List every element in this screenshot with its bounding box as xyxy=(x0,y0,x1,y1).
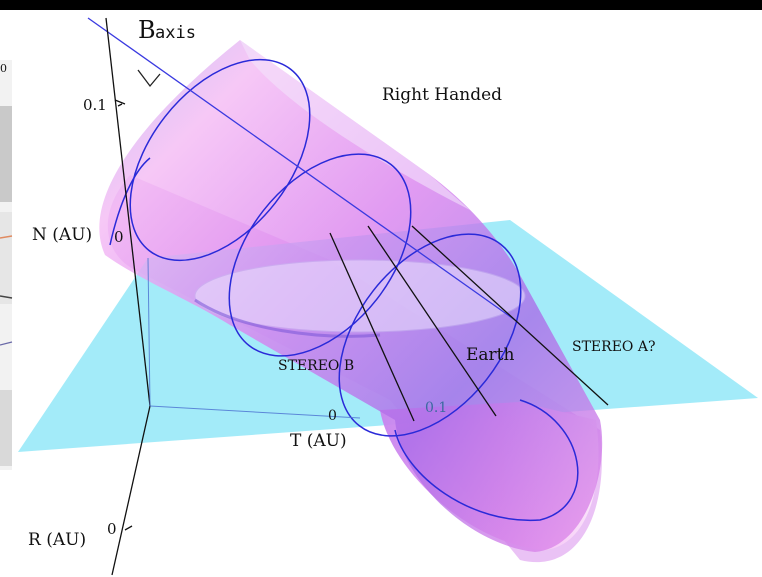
r-axis-tick-0: 0 xyxy=(107,520,117,538)
b-axis-arrow xyxy=(137,69,161,88)
stereo-b-trajectory xyxy=(329,232,415,422)
r-axis-label: R (AU) xyxy=(28,530,86,550)
stereo-b-label: STEREO B xyxy=(278,358,354,374)
b-axis-label: B xyxy=(138,16,156,44)
coordinate-axes xyxy=(105,17,151,576)
t-axis-tick-0.1: 0.1 xyxy=(425,400,447,416)
n-axis-tick-0.1: 0.1 xyxy=(83,96,107,114)
earth-label: Earth xyxy=(466,345,515,365)
r-axis-line xyxy=(111,405,151,576)
earth-trajectory xyxy=(367,225,497,417)
b-axis-subscript: axis xyxy=(155,23,196,43)
t-axis-label: T (AU) xyxy=(290,431,347,451)
cylinder-highlight xyxy=(240,40,470,210)
handedness-label: Right Handed xyxy=(382,85,502,105)
plane-axes xyxy=(147,257,361,419)
stereo-a-trajectory xyxy=(411,225,609,406)
n-axis-line xyxy=(105,17,151,407)
n-axis-tick-0: 0 xyxy=(114,228,124,246)
n-axis-label: N (AU) xyxy=(32,225,92,245)
helical-field-lines xyxy=(109,58,579,522)
plane-cross-section xyxy=(194,259,526,333)
stereo-a-label: STEREO A? xyxy=(572,339,655,355)
top-bar xyxy=(0,0,762,10)
partial-tick-label: 0 xyxy=(0,62,7,75)
trajectory-lines xyxy=(329,225,609,422)
cross-section-shadow xyxy=(194,298,381,338)
left-edge-fragment: 0 xyxy=(0,60,13,470)
b-axis-line xyxy=(87,17,516,321)
t-axis-tick-0: 0 xyxy=(328,408,337,424)
